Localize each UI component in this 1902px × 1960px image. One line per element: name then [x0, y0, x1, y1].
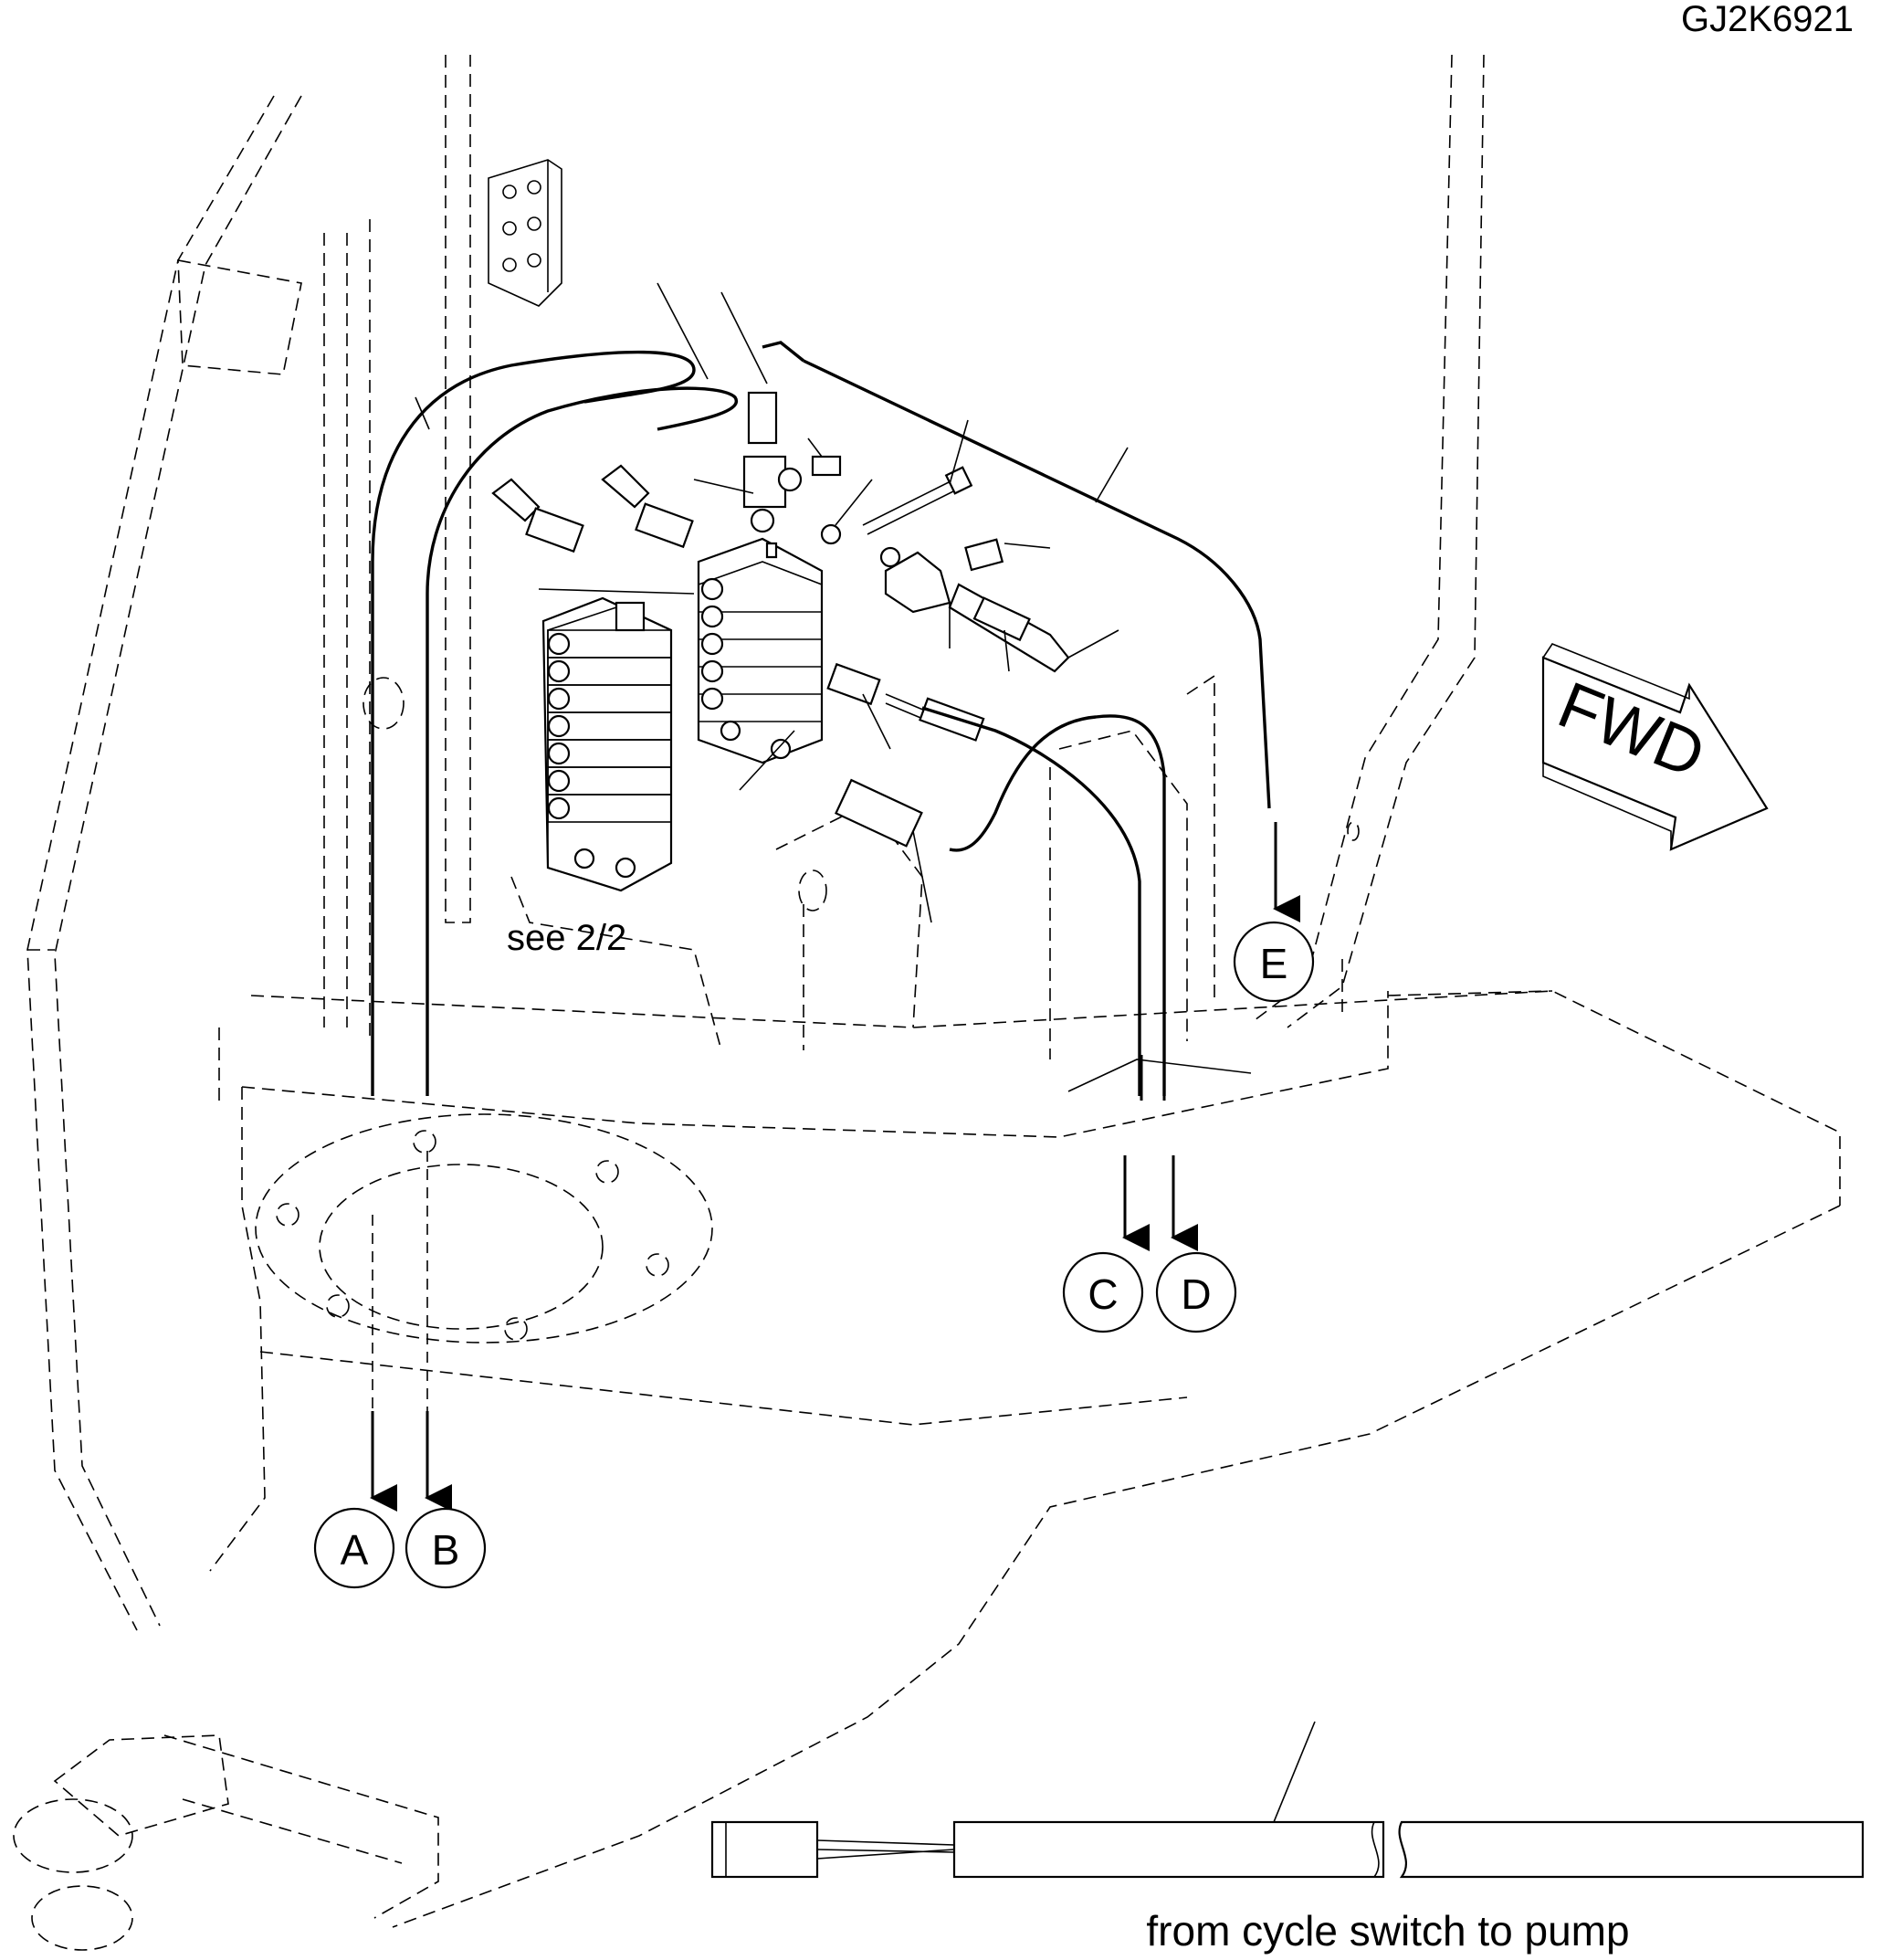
hose-to-d: [949, 714, 1166, 1096]
svg-text:C: C: [1088, 1270, 1118, 1318]
leader-lines: [415, 282, 1252, 1092]
callout-e: E: [1233, 921, 1315, 1003]
cd-hose-segment: [1140, 1055, 1166, 1101]
callout-d: D: [1155, 1251, 1237, 1333]
cable-caption: from cycle switch to pump: [1146, 1907, 1629, 1955]
svg-text:D: D: [1181, 1270, 1211, 1318]
hose-to-b: [426, 386, 739, 1096]
svg-text:A: A: [341, 1526, 369, 1574]
frame-outline: [13, 54, 1841, 1951]
svg-text:B: B: [432, 1526, 460, 1574]
cycle-switch-cable: [710, 1721, 1865, 1879]
callout-a: A: [313, 1507, 395, 1589]
perforated-bracket: [488, 159, 562, 307]
divider-block-center: [697, 537, 824, 764]
fittings-group: [491, 391, 1070, 848]
callout-b: B: [405, 1507, 487, 1589]
svg-text:E: E: [1260, 940, 1288, 987]
fwd-arrow: FWD: [1541, 643, 1769, 851]
see-reference: see 2/2: [507, 918, 626, 958]
hose-to-e: [803, 359, 1271, 809]
callout-c: C: [1062, 1251, 1144, 1333]
drawing-id: GJ2K6921: [1681, 0, 1854, 39]
divider-block-left: [541, 596, 673, 892]
hose-to-c: [921, 706, 1141, 1096]
callout-arrows: [370, 822, 1300, 1512]
hose-to-a: [371, 350, 696, 1096]
hose-lines: [371, 341, 1271, 1096]
